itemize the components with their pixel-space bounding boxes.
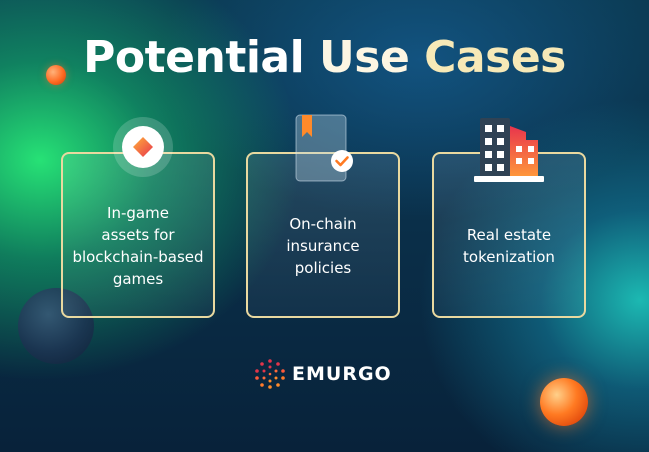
text-line: policies bbox=[294, 259, 352, 277]
use-case-text: In-game assets for blockchain-based game… bbox=[72, 202, 203, 290]
text-line: insurance bbox=[286, 237, 360, 255]
page-title: Potential Use Cases bbox=[0, 30, 649, 86]
brand-name: EMURGO bbox=[292, 363, 392, 385]
brand-logo: EMURGO bbox=[254, 358, 392, 390]
document-check-icon bbox=[294, 113, 354, 185]
dark-orb bbox=[18, 288, 94, 364]
text-line: On-chain bbox=[289, 215, 357, 233]
text-line: tokenization bbox=[463, 248, 555, 266]
use-case-text: On-chain insurance policies bbox=[286, 213, 359, 279]
title-word-2: Use bbox=[319, 32, 410, 83]
text-line: blockchain-based bbox=[72, 248, 204, 266]
text-line: Real estate bbox=[466, 226, 552, 244]
diamond-icon bbox=[113, 117, 173, 177]
emurgo-logo-icon bbox=[255, 359, 285, 389]
text-line: games bbox=[112, 270, 164, 288]
orange-orb-small bbox=[46, 65, 66, 85]
buildings-icon bbox=[474, 116, 544, 184]
title-word-1: Potential bbox=[83, 32, 305, 83]
text-line: assets for bbox=[101, 226, 175, 244]
text-line: In-game bbox=[107, 204, 169, 222]
diamond-icon-svg bbox=[133, 137, 153, 157]
diamond-icon-inner bbox=[122, 126, 164, 168]
use-case-card-gaming: In-game assets for blockchain-based game… bbox=[61, 152, 215, 318]
orange-orb-large bbox=[540, 378, 588, 426]
title-word-3: Cases bbox=[424, 32, 566, 83]
use-case-card-insurance: On-chain insurance policies bbox=[246, 152, 400, 318]
use-case-text: Real estate tokenization bbox=[463, 224, 555, 268]
